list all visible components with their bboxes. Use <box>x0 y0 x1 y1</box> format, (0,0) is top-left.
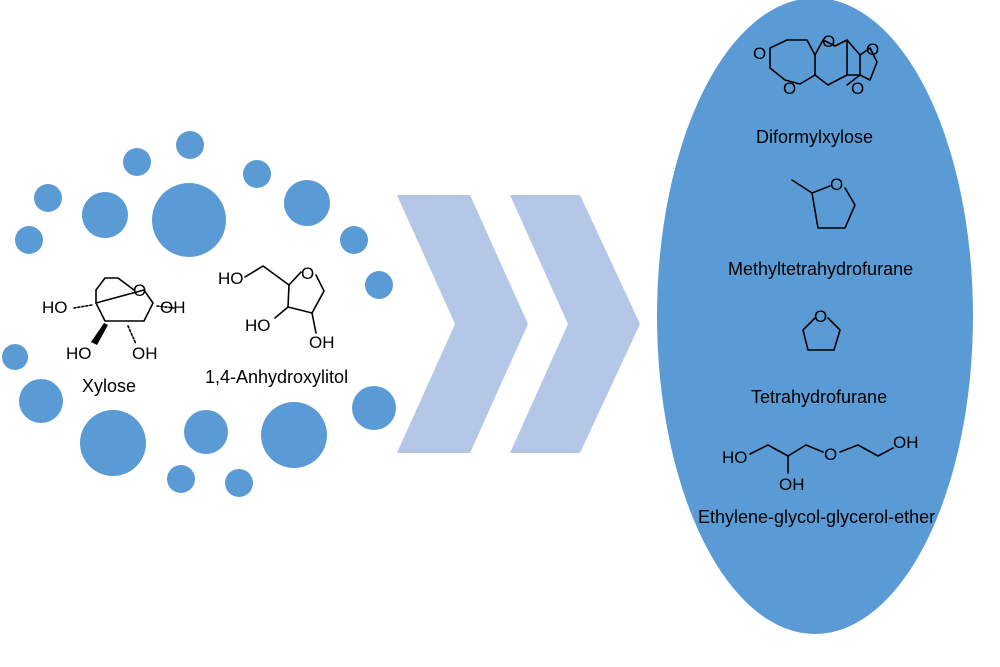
bubble-cluster <box>2 131 396 497</box>
diformylxylose-label: Diformylxylose <box>756 127 873 147</box>
double-chevron-right-icon <box>397 195 640 453</box>
anhydroxylitol-structure: HO O HO OH 1,4-Anhydroxylitol <box>205 264 348 387</box>
bubble <box>19 379 63 423</box>
diformylxylose-structure: O O O O O Diformylxylose <box>753 32 879 147</box>
bubble <box>82 192 128 238</box>
bubble <box>284 180 330 226</box>
bubble <box>184 410 228 454</box>
bubble <box>225 469 253 497</box>
methyltetrahydrofurane-label: Methyltetrahydrofurane <box>728 259 913 279</box>
xylose-structure: O HO OH HO OH Xylose <box>42 277 186 396</box>
bubble <box>352 386 396 430</box>
egge-oh-right: OH <box>893 433 919 452</box>
diformyl-oxygen-1: O <box>753 44 766 63</box>
bubble <box>340 226 368 254</box>
egge-ether-oxygen: O <box>824 445 837 464</box>
xylose-ho-bottom: HO <box>66 344 92 363</box>
bubble <box>2 344 28 370</box>
egge-label: Ethylene-glycol-glycerol-ether <box>698 507 935 527</box>
products-ellipse <box>657 0 973 634</box>
bubble <box>80 410 146 476</box>
egge-ho-left: HO <box>722 448 748 467</box>
xylose-ring-oxygen: O <box>133 281 146 300</box>
bubble <box>365 271 393 299</box>
anhydroxylitol-label: 1,4-Anhydroxylitol <box>205 367 348 387</box>
tetrahydrofurane-structure: O Tetrahydrofurane <box>751 307 887 407</box>
egge-oh-bottom: OH <box>779 475 805 494</box>
anhydro-ho-bottom: HO <box>245 316 271 335</box>
thf-ring-oxygen: O <box>814 307 827 326</box>
bubble <box>123 148 151 176</box>
xylose-label: Xylose <box>82 376 136 396</box>
anhydro-oh-bottom: OH <box>309 333 335 352</box>
bubble <box>243 160 271 188</box>
xylose-oh-bottom: OH <box>132 344 158 363</box>
anhydro-ho-top: HO <box>218 269 244 288</box>
diformyl-oxygen-5: O <box>851 79 864 98</box>
chevron-1 <box>397 195 528 453</box>
chevron-2 <box>510 195 640 453</box>
bubble <box>34 184 62 212</box>
tetrahydrofurane-label: Tetrahydrofurane <box>751 387 887 407</box>
xylose-ho-left: HO <box>42 298 68 317</box>
bubble <box>261 402 327 468</box>
mthf-ring-oxygen: O <box>830 175 843 194</box>
bubble <box>152 183 226 257</box>
diformyl-oxygen-3: O <box>866 40 879 59</box>
diformyl-oxygen-4: O <box>783 79 796 98</box>
egge-structure: HO OH O OH Ethylene-glycol-glycerol-ethe… <box>698 433 935 527</box>
xylose-oh-right: OH <box>160 298 186 317</box>
anhydro-ring-oxygen: O <box>301 264 314 283</box>
bubble <box>15 226 43 254</box>
bubble <box>176 131 204 159</box>
diformyl-oxygen-2: O <box>822 32 835 51</box>
bubble <box>167 465 195 493</box>
methyltetrahydrofurane-structure: O Methyltetrahydrofurane <box>728 175 913 279</box>
